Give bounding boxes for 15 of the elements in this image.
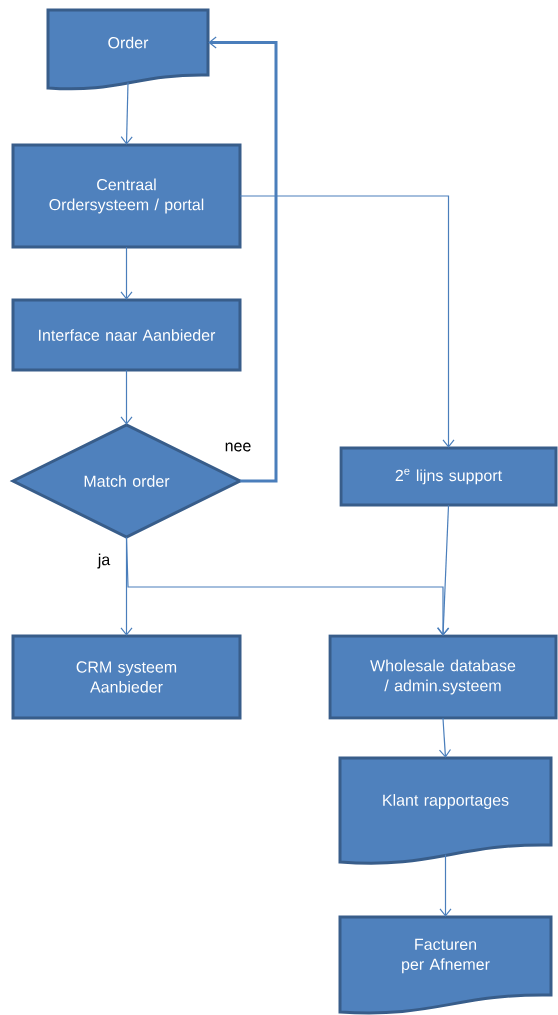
process-box: Interface naar Aanbieder xyxy=(11,298,242,372)
arrow xyxy=(437,504,450,636)
arrow xyxy=(120,246,133,300)
arrow xyxy=(239,195,455,448)
arrow xyxy=(439,854,452,917)
process-box: 2$^{e}$ lijns support xyxy=(339,446,558,507)
arrow xyxy=(438,717,452,758)
process-box: Centraal Ordersysteem / portal xyxy=(11,143,242,249)
arrow xyxy=(120,369,133,425)
arrow xyxy=(120,81,133,145)
arrow xyxy=(125,536,450,636)
process-box: CRM systeem Aanbieder xyxy=(11,634,242,720)
arrow xyxy=(208,36,278,483)
edge-label: ja xyxy=(96,552,112,570)
process-box: Wholesale database / admin.systeem xyxy=(328,634,558,720)
